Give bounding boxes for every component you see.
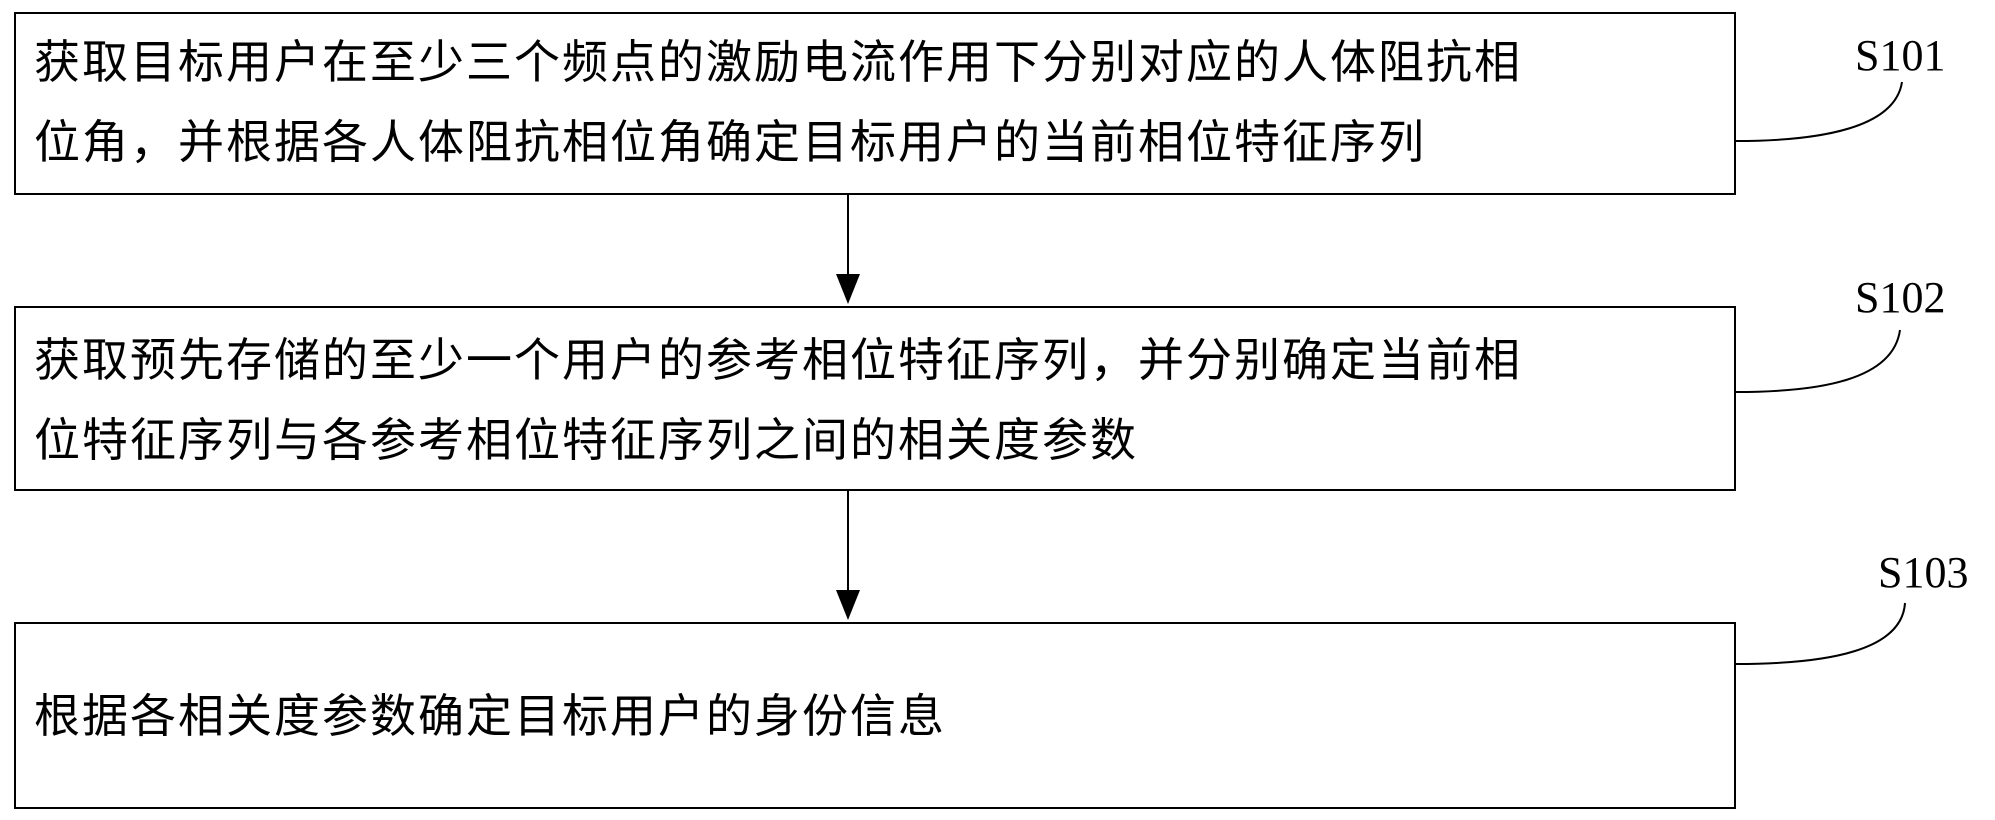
step-box-s101: 获取目标用户在至少三个频点的激励电流作用下分别对应的人体阻抗相 位角，并根据各人…: [14, 12, 1736, 195]
leader-line-s102: [1735, 329, 1901, 393]
flow-arrow-1: [836, 195, 860, 304]
step-label-s101: S101: [1855, 31, 1946, 80]
step-label-s102: S102: [1855, 273, 1946, 322]
flow-arrow-2: [836, 491, 860, 620]
leader-line-s101: [1735, 81, 1903, 142]
step-text-s102: 获取预先存储的至少一个用户的参考相位特征序列，并分别确定当前相 位特征序列与各参…: [34, 333, 1522, 467]
step-text-s101: 获取目标用户在至少三个频点的激励电流作用下分别对应的人体阻抗相 位角，并根据各人…: [34, 35, 1522, 169]
leader-line-s103: [1735, 602, 1906, 665]
step-box-s103: 根据各相关度参数确定目标用户的身份信息: [14, 622, 1736, 809]
step-label-s103: S103: [1878, 548, 1969, 597]
step-text-s103: 根据各相关度参数确定目标用户的身份信息: [34, 689, 946, 743]
step-box-s102: 获取预先存储的至少一个用户的参考相位特征序列，并分别确定当前相 位特征序列与各参…: [14, 306, 1736, 491]
